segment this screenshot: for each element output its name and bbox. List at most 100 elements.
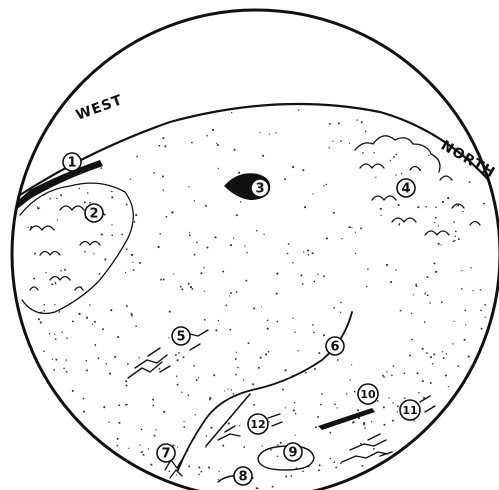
stipple-dot xyxy=(201,471,203,473)
stipple-dot xyxy=(190,286,192,288)
stipple-dot xyxy=(204,291,205,292)
stipple-dot xyxy=(192,288,194,290)
stipple-dot xyxy=(329,123,331,125)
stipple-dot xyxy=(409,354,411,356)
stipple-dot xyxy=(125,272,126,273)
stipple-dot xyxy=(229,329,231,331)
stipple-dot xyxy=(131,254,133,256)
stipple-dot xyxy=(198,377,199,378)
stipple-dot xyxy=(426,352,428,354)
stipple-dot xyxy=(43,351,45,353)
svg-text:7: 7 xyxy=(161,447,170,462)
stipple-dot xyxy=(323,185,324,186)
stipple-dot xyxy=(392,420,394,422)
stipple-dot xyxy=(265,354,267,356)
stipple-dot xyxy=(386,371,387,372)
stipple-dot xyxy=(262,155,264,157)
stipple-dot xyxy=(371,421,372,422)
stipple-dot xyxy=(287,253,289,255)
stipple-dot xyxy=(452,343,453,344)
stipple-dot xyxy=(337,359,339,361)
stipple-dot xyxy=(330,432,332,434)
stipple-dot xyxy=(264,105,266,107)
stipple-dot xyxy=(351,364,352,365)
stipple-dot xyxy=(134,221,136,223)
stipple-dot xyxy=(461,270,462,271)
stipple-dot xyxy=(108,422,109,423)
stipple-dot xyxy=(234,149,236,151)
stipple-dot xyxy=(355,253,356,254)
marker-9: 9 xyxy=(284,443,302,461)
stipple-dot xyxy=(328,147,329,148)
stipple-dot xyxy=(424,321,426,323)
stipple-dot xyxy=(87,192,89,194)
stipple-dot xyxy=(340,312,341,313)
stipple-dot xyxy=(445,353,446,354)
stipple-dot xyxy=(380,208,382,210)
stipple-dot xyxy=(417,206,419,208)
stipple-dot xyxy=(155,429,156,430)
stipple-dot xyxy=(158,145,160,147)
stipple-dot xyxy=(239,425,240,426)
stipple-dot xyxy=(468,356,470,358)
stipple-dot xyxy=(434,222,435,223)
stipple-dot xyxy=(33,278,35,280)
stipple-dot xyxy=(362,152,364,154)
stipple-dot xyxy=(158,246,160,248)
stipple-dot xyxy=(246,252,248,254)
stipple-dot xyxy=(429,302,430,303)
stipple-dot xyxy=(351,227,352,228)
stipple-dot xyxy=(218,471,219,472)
stipple-dot xyxy=(86,317,88,319)
stipple-dot xyxy=(253,307,255,309)
stipple-dot xyxy=(435,207,437,209)
stipple-dot xyxy=(244,245,245,246)
stipple-dot xyxy=(398,204,400,206)
stipple-dot xyxy=(43,310,45,312)
stipple-dot xyxy=(139,357,140,358)
stipple-dot xyxy=(349,379,350,380)
stipple-dot xyxy=(386,264,388,266)
stipple-dot xyxy=(103,406,105,408)
stipple-dot xyxy=(417,372,419,374)
stipple-dot xyxy=(404,372,406,374)
stipple-dot xyxy=(395,174,396,175)
stipple-dot xyxy=(292,262,294,264)
stipple-dot xyxy=(194,200,195,201)
stipple-dot xyxy=(52,359,53,360)
stipple-dot xyxy=(300,274,302,276)
stipple-dot xyxy=(208,467,210,469)
svg-text:12: 12 xyxy=(250,418,265,431)
stipple-dot xyxy=(183,421,184,422)
stipple-dot xyxy=(125,384,127,386)
stipple-dot xyxy=(290,475,292,477)
stipple-dot xyxy=(308,254,310,256)
stipple-dot xyxy=(173,273,174,274)
stipple-dot xyxy=(188,283,190,285)
stipple-dot xyxy=(282,389,284,391)
stipple-dot xyxy=(277,444,279,446)
stipple-dot xyxy=(302,471,304,473)
marker-12: 12 xyxy=(248,414,268,434)
stipple-dot xyxy=(354,391,356,393)
stipple-dot xyxy=(321,393,323,395)
stipple-dot xyxy=(235,374,237,376)
stipple-dot xyxy=(204,319,206,321)
stipple-dot xyxy=(194,254,196,256)
stipple-dot xyxy=(168,337,169,338)
stipple-dot xyxy=(94,344,96,346)
stipple-dot xyxy=(40,321,42,323)
stipple-dot xyxy=(433,262,435,264)
stipple-dot xyxy=(333,307,335,309)
stipple-dot xyxy=(193,365,195,367)
stipple-dot xyxy=(132,262,133,263)
stipple-dot xyxy=(183,356,185,358)
stipple-dot xyxy=(275,132,276,133)
stipple-dot xyxy=(163,190,164,191)
stipple-dot xyxy=(404,397,406,399)
stipple-dot xyxy=(166,216,168,218)
stipple-dot xyxy=(188,186,189,187)
stipple-dot xyxy=(313,332,315,334)
stipple-dot xyxy=(294,331,296,333)
stipple-dot xyxy=(177,446,178,447)
